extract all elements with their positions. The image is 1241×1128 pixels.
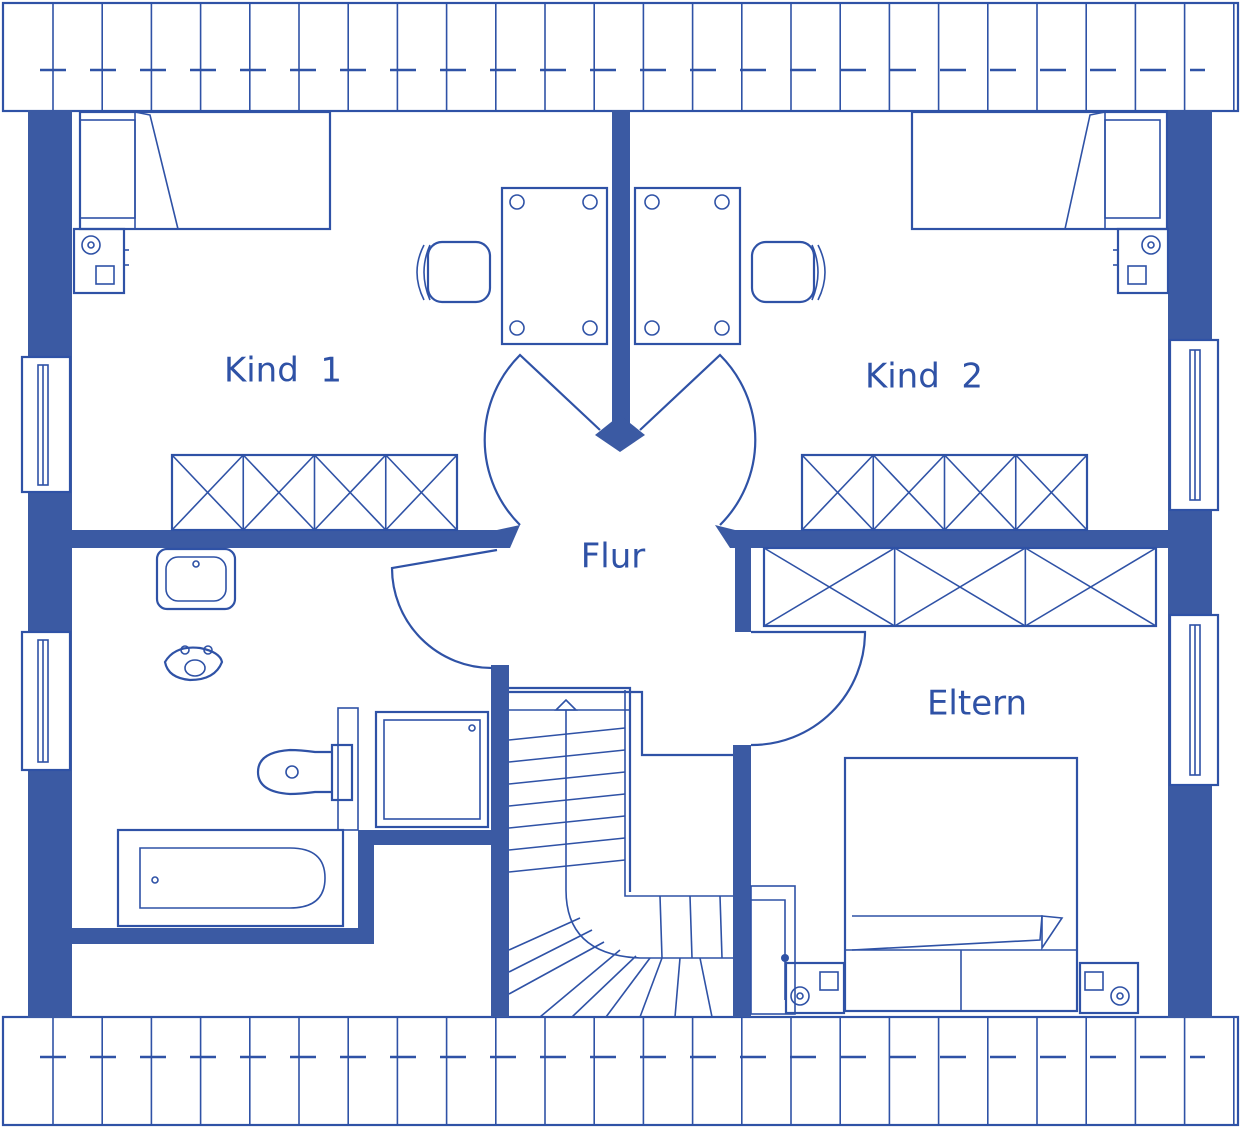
window-left-top: [20, 355, 72, 494]
drawing-line: [1024, 547, 1157, 627]
drawing-line: [674, 957, 681, 1018]
bed-eltern: [843, 756, 1079, 1013]
drawing-line: [508, 941, 605, 995]
nightstand-eltern-left: [784, 961, 846, 1015]
drawing-line: [508, 793, 626, 807]
chair-kind2: [750, 240, 826, 304]
wardrobe-eltern: [762, 546, 1158, 628]
room-label-eltern: Eltern: [927, 684, 1027, 724]
nightstand-kind2: [1113, 227, 1170, 295]
drawing-line: [872, 454, 946, 531]
windows: [20, 338, 1220, 787]
shaft: [750, 885, 796, 1015]
window-right-bottom: [1168, 613, 1220, 787]
drawing-line: [508, 837, 626, 851]
nightstand-kind1: [72, 227, 129, 295]
drawing-line: [313, 454, 387, 531]
drawing-line: [605, 957, 651, 1018]
drawing-line: [508, 859, 626, 873]
drawing-line: [571, 955, 637, 1018]
drawing-line: [659, 895, 663, 959]
drawing-line: [719, 895, 723, 959]
drawing-line: [699, 957, 713, 1018]
wardrobe-kind2: [800, 453, 1089, 532]
drawing-line: [242, 454, 316, 531]
drawing-line: [943, 454, 1017, 531]
drawing-line: [689, 895, 693, 959]
bathtub: [116, 828, 345, 928]
drawing-line: [763, 547, 896, 627]
drawing-line: [639, 957, 663, 1018]
toilet: [256, 707, 359, 831]
drawing-line: [1015, 454, 1088, 531]
window-left-bottom: [20, 630, 72, 772]
desk-kind1: [500, 186, 609, 346]
walls: [28, 110, 1212, 1018]
drawing-line: [801, 454, 874, 531]
staircase: [508, 686, 733, 1018]
drawing-line: [508, 727, 626, 741]
drawing-line: [508, 917, 581, 951]
drawing-line: [171, 454, 244, 531]
drawing-line: [508, 771, 626, 785]
room-label-flur: Flur: [581, 537, 646, 577]
wardrobe-kind1: [170, 453, 459, 532]
roof-bottom: [1, 1015, 1240, 1127]
drawing-line: [385, 454, 458, 531]
drawing-line: [508, 929, 593, 973]
bed-kind1: [78, 110, 332, 231]
sink: [155, 547, 237, 611]
drawing-line: [539, 949, 621, 1018]
drawing-line: [508, 815, 626, 829]
drawing-line: [894, 547, 1026, 627]
roof-top: [1, 1, 1240, 113]
wall-corners: [497, 415, 735, 548]
desk-kind2: [633, 186, 742, 346]
bed-kind2: [910, 110, 1169, 231]
window-right-top: [1168, 338, 1220, 512]
chair-kind1: [416, 240, 492, 304]
drawing-line: [508, 749, 626, 763]
bidet: [163, 645, 224, 682]
shower: [374, 710, 490, 829]
door-swings: [390, 353, 867, 747]
room-label-kind1: Kind 1: [224, 351, 342, 391]
nightstand-eltern-right: [1078, 961, 1140, 1015]
room-label-kind2: Kind 2: [865, 357, 983, 397]
